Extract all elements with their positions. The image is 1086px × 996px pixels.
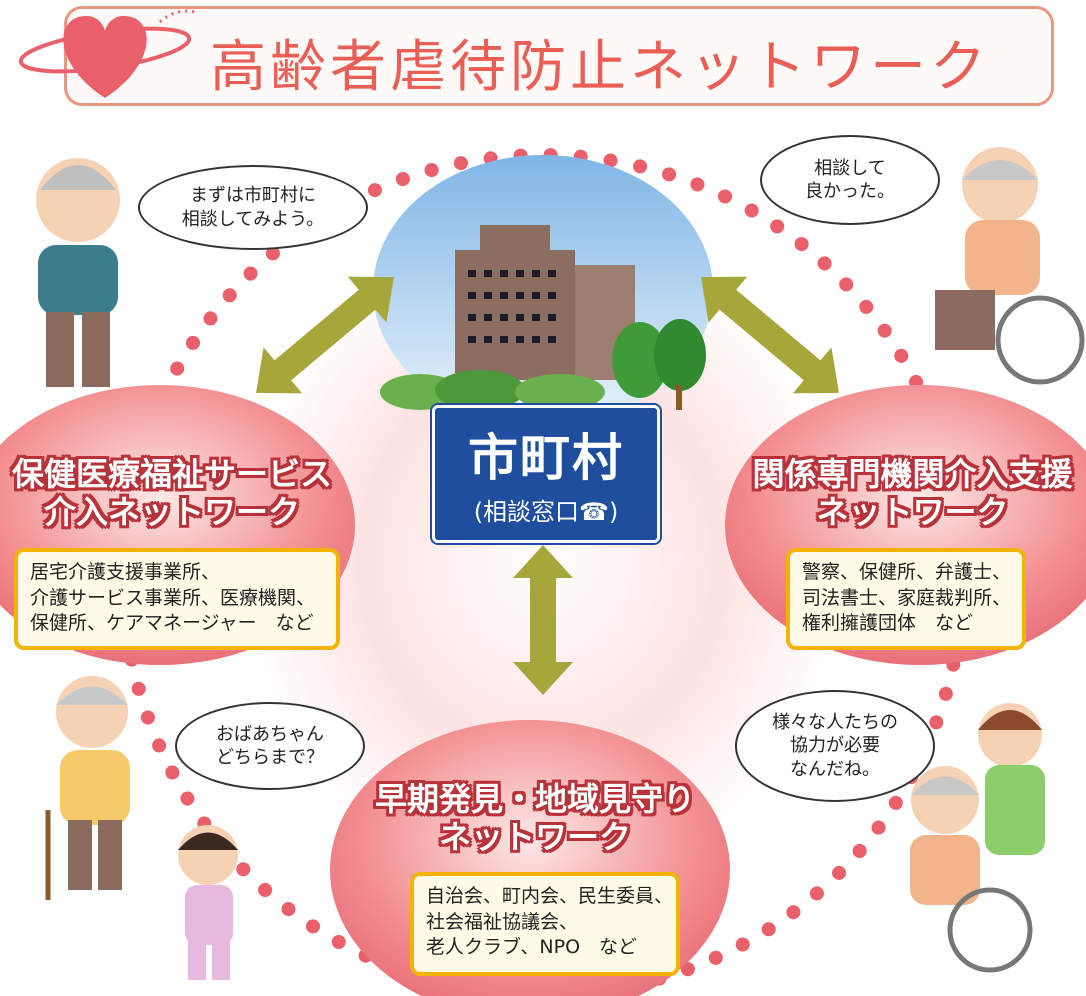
health-network-title: 保健医療福祉サービス 介入ネットワーク [12, 455, 332, 532]
member-line: 警察、保健所、弁護士、 [802, 561, 1012, 583]
arrow-right [701, 276, 839, 394]
speech-bubble-top-right: 相談して 良かった。 [760, 135, 940, 225]
member-line: 司法書士、家庭裁判所、 [802, 586, 1012, 609]
member-line: 社会福祉協議会、 [426, 910, 579, 933]
member-line: 自治会、町内会、民生委員、 [426, 885, 674, 907]
city-hall-illustration [373, 155, 713, 425]
bubble-text: 相談してみよう。 [181, 208, 325, 230]
bubble-text: 良かった。 [805, 181, 895, 202]
bubble-text: 相談して [814, 157, 886, 179]
specialist-network-members: 警察、保健所、弁護士、 司法書士、家庭裁判所、 権利擁護団体 など [786, 548, 1026, 650]
caregiver-and-elder-illustration [910, 703, 1045, 973]
specialist-network-title: 関係専門機関介入支援 ネットワーク [740, 455, 1085, 532]
speech-bubble-top-left: まずは市町村に 相談してみよう。 [138, 165, 368, 250]
member-line: 老人クラブ、NPO など [426, 936, 638, 959]
speech-bubble-bottom-left: おばあちゃん どちらまで？ [175, 702, 365, 790]
consultation-desk-label: (相談窓口☎) [473, 498, 619, 526]
arrow-down [513, 545, 573, 695]
bubble-text: まずは市町村に [190, 185, 316, 207]
municipality-label: 市町村 [468, 429, 624, 487]
member-line: 保健所、ケアマネージャー など [30, 612, 314, 635]
bubble-text: どちらまで？ [216, 747, 324, 768]
health-network-members: 居宅介護支援事業所、 介護サービス事業所、医療機関、 保健所、ケアマネージャー … [14, 548, 340, 650]
speech-bubble-bottom-right: 様々な人たちの 協力が必要 なんだね。 [735, 690, 935, 802]
member-line: 居宅介護支援事業所、 [30, 561, 221, 583]
arrow-left [256, 276, 394, 394]
community-network-members: 自治会、町内会、民生委員、 社会福祉協議会、 老人クラブ、NPO など [410, 872, 680, 976]
title-line: ネットワーク [438, 818, 631, 857]
member-line: 介護サービス事業所、医療機関、 [30, 586, 316, 609]
girl-illustration [178, 825, 238, 980]
title-line: ネットワーク [816, 493, 1009, 532]
municipality-sign: 市町村 (相談窓口☎) [432, 405, 660, 543]
bubble-text: 様々な人たちの [772, 711, 898, 733]
member-line: 権利擁護団体 など [802, 612, 974, 635]
wheelchair-woman-illustration [935, 147, 1085, 385]
bubble-text: なんだね。 [790, 758, 880, 780]
title-line: 介入ネットワーク [43, 493, 300, 532]
arrows [256, 276, 839, 695]
title-banner [64, 6, 1054, 106]
grandmother-with-cane-illustration [45, 676, 130, 900]
elderly-man-illustration [36, 158, 120, 387]
page-title: 高齢者虐待防止ネットワーク [210, 35, 990, 100]
heart-logo-icon [18, 9, 196, 99]
bubble-text: 協力が必要 [790, 735, 880, 757]
title-line: 関係専門機関介入支援 [752, 455, 1073, 493]
bubble-text: おばあちゃん [216, 723, 324, 745]
title-line: 早期発見・地域見守り [374, 780, 695, 818]
title-line: 保健医療福祉サービス [12, 455, 333, 493]
community-network-title: 早期発見・地域見守り ネットワーク [370, 780, 700, 857]
